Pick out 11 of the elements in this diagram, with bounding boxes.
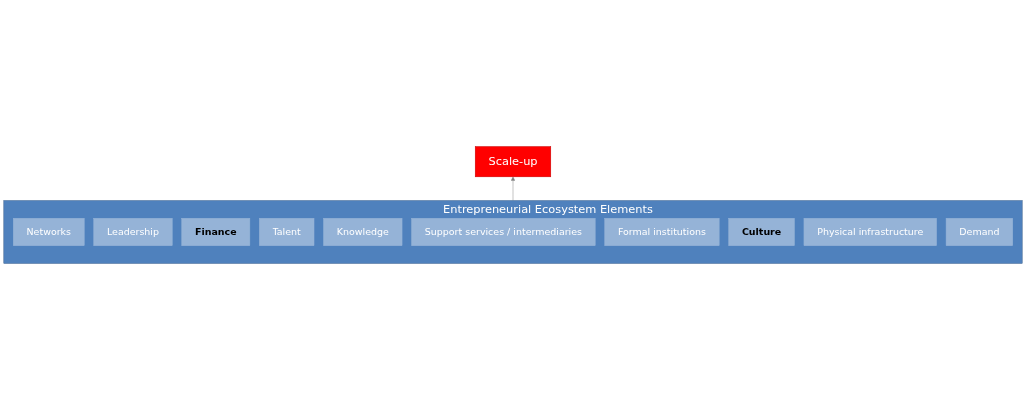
node-box: Knowledge [323, 218, 403, 246]
node-box: Support services / intermediaries [411, 218, 596, 246]
node-box: Demand [945, 218, 1013, 246]
node-box: Culture [728, 218, 795, 246]
node-box: Finance [181, 218, 251, 246]
node-box: Leadership [93, 218, 173, 246]
node-box: Physical infrastructure [803, 218, 937, 246]
node-box: Talent [259, 218, 315, 246]
node-box: Scale-up [474, 146, 552, 178]
node-box: Formal institutions [604, 218, 720, 246]
node-box: Networks [13, 218, 85, 246]
